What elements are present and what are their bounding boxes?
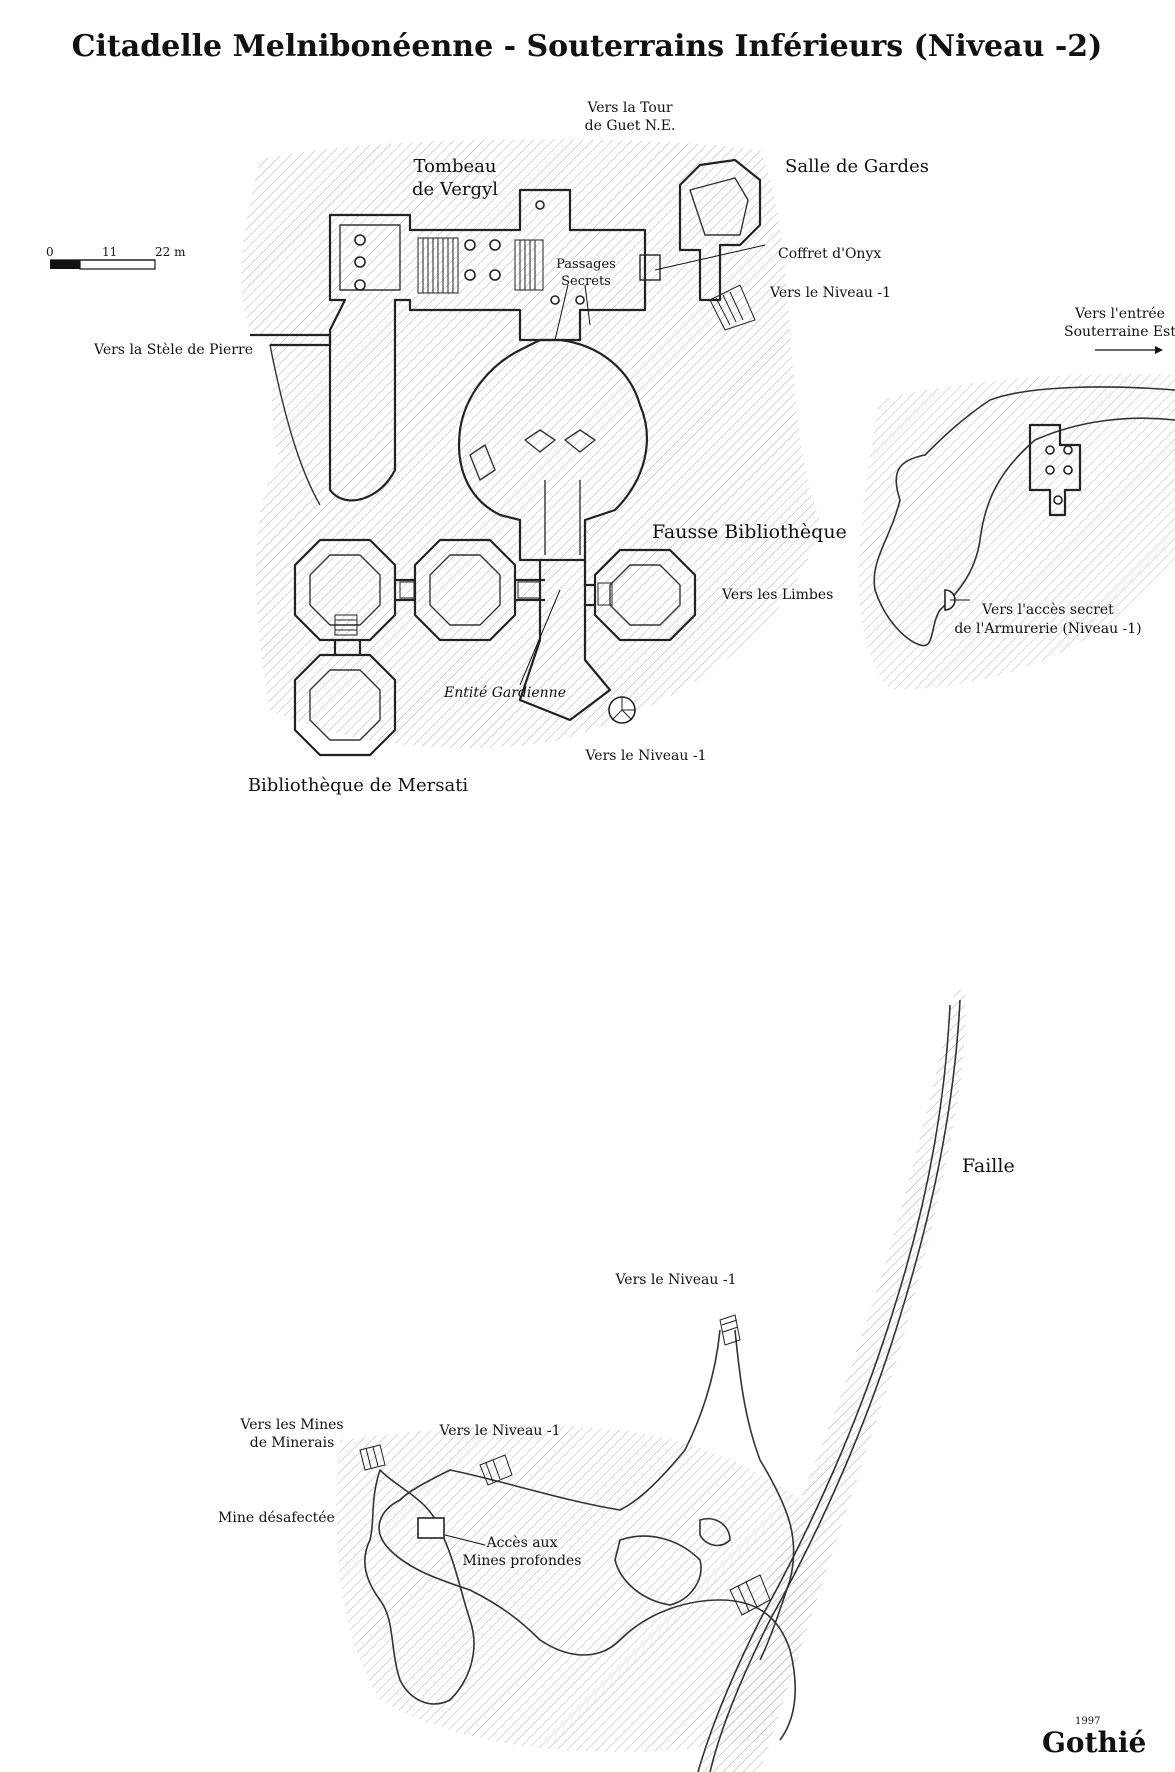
upper-hatching xyxy=(241,139,1175,749)
signature: Gothié xyxy=(1042,1726,1146,1759)
label-tombeau-2: de Vergyl xyxy=(412,179,498,200)
label-vers-niveau-ne: Vers le Niveau -1 xyxy=(769,285,891,301)
label-vers-mines-1: Vers les Mines xyxy=(239,1417,343,1433)
label-vers-mines-2: de Minerais xyxy=(250,1435,335,1451)
map-title: Citadelle Melnibonéenne - Souterrains In… xyxy=(72,29,1103,64)
scale-bar: 0 11 22 m xyxy=(46,245,186,270)
upper-structure xyxy=(250,158,1175,757)
label-passages-2: Secrets xyxy=(561,274,611,289)
label-vers-niveau-low: Vers le Niveau -1 xyxy=(438,1423,560,1439)
scale-tick-22: 22 m xyxy=(155,245,186,259)
map-labels: Vers la Tour de Guet N.E. Tombeau de Ver… xyxy=(93,100,1175,1759)
label-fausse-biblio: Fausse Bibliothèque xyxy=(652,521,847,543)
label-entree-est-2: Souterraine Est xyxy=(1064,324,1175,340)
label-acces-mines-2: Mines profondes xyxy=(463,1553,582,1569)
label-acces-secret-2: de l'Armurerie (Niveau -1) xyxy=(954,621,1141,637)
label-acces-mines-1: Accès aux xyxy=(486,1535,558,1551)
label-vers-limbes: Vers les Limbes xyxy=(721,587,833,603)
label-vers-stele: Vers la Stèle de Pierre xyxy=(93,342,253,358)
scale-tick-11: 11 xyxy=(102,245,117,259)
label-coffret: Coffret d'Onyx xyxy=(778,246,881,262)
label-biblio-mersati: Bibliothèque de Mersati xyxy=(248,775,469,796)
scale-tick-0: 0 xyxy=(46,245,54,259)
spiral-stair-south xyxy=(608,696,636,724)
label-passages-1: Passages xyxy=(556,257,616,272)
label-entite: Entité Gardienne xyxy=(443,685,566,701)
label-acces-secret-1: Vers l'accès secret xyxy=(981,602,1114,618)
label-vers-niveau-s: Vers le Niveau -1 xyxy=(584,748,706,764)
label-mine-desaf: Mine désafectée xyxy=(218,1510,335,1526)
label-tombeau-1: Tombeau xyxy=(413,156,496,177)
label-faille: Faille xyxy=(962,1155,1015,1177)
signature-year: 1997 xyxy=(1075,1716,1100,1727)
label-vers-niveau-mid: Vers le Niveau -1 xyxy=(614,1272,736,1288)
label-entree-est-1: Vers l'entrée xyxy=(1074,306,1165,322)
lower-hatching xyxy=(336,990,966,1772)
label-salle-gardes: Salle de Gardes xyxy=(785,156,929,177)
label-tour-guet-2: de Guet N.E. xyxy=(585,118,676,134)
label-tour-guet-1: Vers la Tour xyxy=(586,100,672,116)
lower-structure xyxy=(359,999,961,1772)
